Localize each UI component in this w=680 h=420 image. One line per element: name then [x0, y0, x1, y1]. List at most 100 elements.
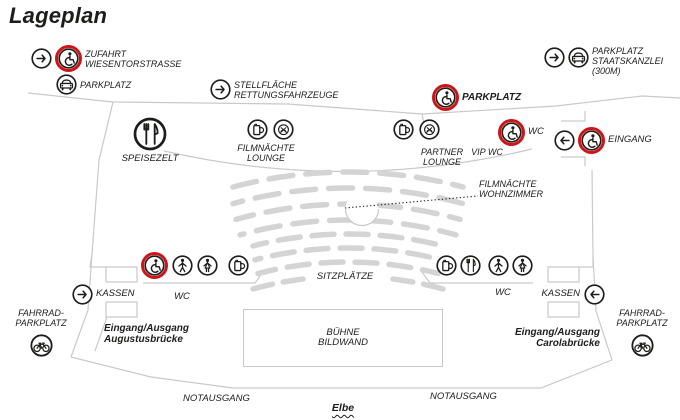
label-wohnzimmer: FILMNÄCHTE WOHNZIMMER	[479, 179, 543, 199]
bicycle-icon	[30, 334, 53, 357]
car-icon	[568, 47, 589, 68]
label-wc-left: WC	[167, 291, 197, 303]
label-eingang-augustusbruecke: Eingang/Ausgang Augustusbrücke	[104, 323, 189, 345]
label-line: KASSEN	[541, 288, 580, 300]
label-line: EINGANG	[608, 134, 652, 146]
pretzel-icon	[273, 119, 294, 140]
label-line: PARKPLATZ	[592, 46, 644, 56]
arrow-right-icon	[72, 284, 93, 305]
wheelchair-icon	[432, 84, 459, 111]
label-kassen-right: KASSEN	[534, 289, 580, 300]
label-line: WC	[495, 287, 511, 298]
poi-fahrrad-right: FAHRRAD- PARKPLATZ	[606, 308, 678, 357]
poi-filmnaechte-lounge-icons	[247, 119, 294, 140]
label-buehne: BÜHNE BILDWAND	[318, 326, 368, 349]
label-line: PARKPLATZ	[15, 318, 67, 328]
label-filmnaechte-lounge: FILMNÄCHTE LOUNGE	[214, 143, 318, 163]
label-kassen-left: KASSEN	[96, 289, 135, 300]
label-fahrrad-left: FAHRRAD- PARKPLATZ	[15, 308, 66, 328]
poi-wc-accessible-top: WC	[498, 119, 544, 146]
label-line: Augustusbrücke	[104, 334, 183, 345]
poi-partner-lounge-icons	[393, 119, 440, 140]
wheelchair-icon	[578, 127, 605, 154]
label-zufahrt: ZUFAHRT WIESENTORSTRASSE	[85, 49, 181, 69]
label-line: PARTNER	[420, 147, 464, 157]
poi-kassen-right: KASSEN	[534, 284, 605, 305]
label-parkplatz-accessible: PARKPLATZ	[462, 92, 521, 103]
label-line: Carolabrücke	[536, 338, 600, 349]
poi-eingang-right: EINGANG	[554, 127, 652, 154]
wheelchair-icon	[141, 252, 168, 279]
label-wc-top: WC	[528, 127, 544, 138]
label-line: NOTAUSGANG	[430, 391, 497, 402]
label-parkplatz-left: PARKPLATZ	[80, 80, 131, 90]
label-line: BÜHNE	[326, 326, 360, 338]
label-line: BILDWAND	[318, 337, 368, 348]
wheelchair-icon	[55, 45, 82, 72]
stage-area: BÜHNE BILDWAND	[243, 309, 443, 367]
poi-fahrrad-left: FAHRRAD- PARKPLATZ	[2, 308, 80, 357]
label-line: Eingang/Ausgang	[515, 327, 600, 338]
label-line: NOTAUSGANG	[183, 393, 250, 404]
poi-speisezelt: SPEISEZELT	[112, 117, 188, 165]
pretzel-icon	[419, 119, 440, 140]
label-line: STELLFLÄCHE	[234, 79, 298, 90]
label-sitzplaetze: SITZPLÄTZE	[300, 271, 390, 283]
label-notausgang-right: NOTAUSGANG	[430, 391, 497, 403]
label-line: PARKPLATZ	[462, 92, 522, 103]
wheelchair-icon	[498, 119, 525, 146]
label-line: FILMNÄCHTE	[237, 143, 295, 153]
label-line: KASSEN	[96, 288, 135, 300]
woman-icon	[512, 255, 533, 276]
wohnzimmer-leader-line	[344, 195, 479, 209]
poi-wc-left-icons	[141, 252, 249, 279]
bicycle-icon	[631, 334, 654, 357]
label-partner-lounge: PARTNER LOUNGE	[408, 147, 476, 167]
arrow-left-icon	[554, 130, 575, 151]
label-line: SPEISEZELT	[121, 153, 179, 164]
poi-zufahrt-wiesentorstrasse: ZUFAHRT WIESENTORSTRASSE	[31, 45, 181, 72]
poi-kassen-left: KASSEN	[72, 284, 135, 305]
label-line: LOUNGE	[246, 153, 285, 163]
label-line: PARKPLATZ	[80, 79, 132, 90]
label-speisezelt: SPEISEZELT	[121, 153, 179, 165]
label-line: WOHNZIMMER	[479, 189, 543, 199]
label-line: ZUFAHRT	[85, 48, 127, 59]
label-elbe: Elbe	[314, 398, 372, 416]
label-line: Elbe	[331, 402, 355, 414]
label-notausgang-left: NOTAUSGANG	[183, 393, 250, 405]
arrow-left-icon	[584, 284, 605, 305]
label-line: RETTUNGSFAHRZEUGE	[234, 89, 339, 100]
label-eingang-carolabruecke: Eingang/Ausgang Carolabrücke	[462, 327, 600, 349]
poi-parkplatz-left: PARKPLATZ	[56, 74, 131, 95]
label-line: PARKPLATZ	[616, 318, 668, 328]
arrow-right-icon	[31, 48, 52, 69]
beer-icon	[228, 255, 249, 276]
label-vip-wc: VIP WC	[466, 147, 508, 157]
label-line: LOUNGE	[422, 157, 461, 167]
label-line: WIESENTORSTRASSE	[85, 58, 182, 69]
beer-icon	[393, 119, 414, 140]
label-line: WC	[174, 291, 190, 302]
woman-icon	[197, 255, 218, 276]
label-stellflaeche: STELLFLÄCHE RETTUNGSFAHRZEUGE	[234, 80, 338, 100]
label-wc-right: WC	[488, 287, 518, 299]
label-line: FAHRRAD-	[619, 308, 665, 318]
car-icon	[56, 74, 77, 95]
cutlery-icon	[460, 255, 481, 276]
label-line: SITZPLÄTZE	[316, 271, 374, 282]
label-line: FILMNÄCHTE	[479, 179, 537, 189]
page-title: Lageplan	[9, 3, 108, 28]
label-fahrrad-right: FAHRRAD- PARKPLATZ	[616, 308, 667, 328]
poi-parkplatz-staatskanzlei: PARKPLATZ STAATSKANZLEI (300M)	[544, 46, 663, 76]
label-line: WC	[528, 126, 544, 138]
man-icon	[488, 255, 509, 276]
poi-parkplatz-accessible: PARKPLATZ	[432, 84, 521, 111]
arrow-right-icon	[544, 47, 565, 68]
label-eingang-right: EINGANG	[608, 135, 652, 146]
label-staatskanzlei: PARKPLATZ STAATSKANZLEI (300M)	[592, 46, 663, 76]
man-icon	[172, 255, 193, 276]
kassen-booths	[105, 266, 580, 318]
